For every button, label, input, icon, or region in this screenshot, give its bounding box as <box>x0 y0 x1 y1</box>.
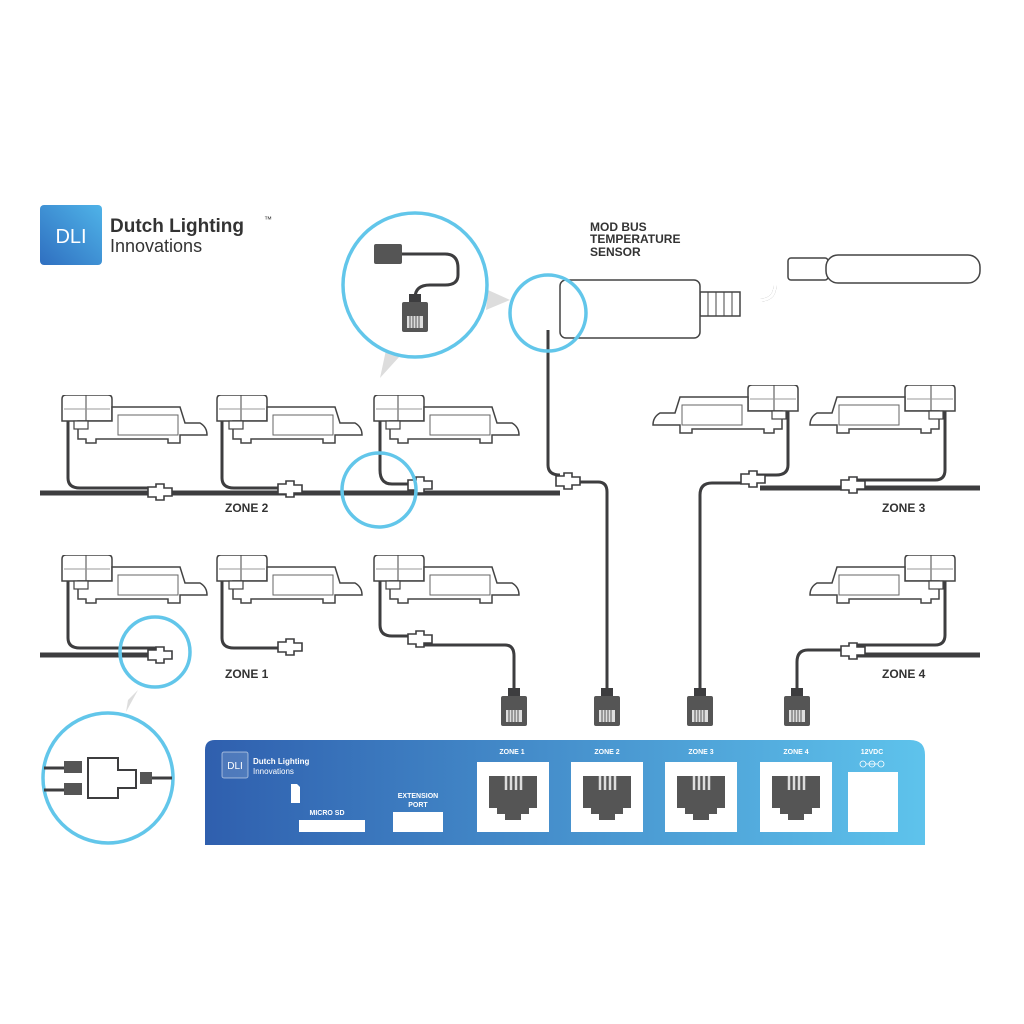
port-zone-1-label: ZONE 1 <box>499 749 524 756</box>
controller-logo-text: DLI <box>227 761 243 772</box>
magnifier-sensor-port <box>508 273 588 353</box>
splitter-icon <box>278 639 302 655</box>
sensor-title: MOD BUS TEMPERATURE SENSOR <box>590 220 680 259</box>
zone-2-label: ZONE 2 <box>225 501 269 515</box>
power-jack <box>848 772 898 832</box>
splitter-icon <box>148 647 172 663</box>
zone-3-cabling <box>698 410 980 690</box>
rj-plug-icon <box>784 688 810 726</box>
zone-4-cabling <box>795 580 980 690</box>
logo-mark-text: DLI <box>55 226 86 248</box>
port-zone-4 <box>760 762 832 832</box>
port-zone-4-label: ZONE 4 <box>783 749 808 756</box>
rj-plug-icon <box>374 244 402 264</box>
extension-port-label: PORT <box>408 802 428 809</box>
sensor-title-line: TEMPERATURE <box>590 232 680 246</box>
micro-sd-icon <box>291 784 300 803</box>
splitter-icon <box>556 473 580 489</box>
light-fixture-icon <box>810 555 955 603</box>
zone-4-label: ZONE 4 <box>882 667 926 681</box>
port-zone-3-label: ZONE 3 <box>688 749 713 756</box>
zone-1-label: ZONE 1 <box>225 667 269 681</box>
controller-logo-mark <box>221 751 249 779</box>
port-zone-1 <box>477 762 549 832</box>
splitter-icon <box>741 471 765 487</box>
brand-logo: DLI Dutch Lighting ™ Innovations <box>40 205 272 265</box>
brand-tm: ™ <box>264 215 272 224</box>
light-fixture-icon <box>62 395 207 443</box>
controller-brand-sub: Innovations <box>253 767 294 776</box>
magnifier-splitter-detail <box>41 615 192 845</box>
port-zone-2-label: ZONE 2 <box>594 749 619 756</box>
port-zone-2 <box>571 762 643 832</box>
light-fixture-icon <box>217 395 362 443</box>
light-fixture-icon <box>62 555 207 603</box>
magnifier-splitter <box>340 451 418 529</box>
logo-mark <box>40 205 102 265</box>
light-fixture-icon <box>374 555 519 603</box>
micro-sd-slot <box>299 820 365 832</box>
rj-plug-icon <box>687 688 713 726</box>
controller-panel: DLI Dutch Lighting Innovations MICRO SD … <box>205 740 925 845</box>
sensor-title-line: MOD BUS <box>590 220 647 234</box>
rj-plug-icon <box>594 688 620 726</box>
sensor-title-line: SENSOR <box>590 245 641 259</box>
light-fixture-icon <box>217 555 362 603</box>
controller-brand-name: Dutch Lighting <box>253 757 310 766</box>
light-fixture-icon <box>810 385 955 433</box>
port-zone-3 <box>665 762 737 832</box>
zone-3-label: ZONE 3 <box>882 501 926 515</box>
light-fixture-icon <box>653 385 798 433</box>
magnifier-cable-detail <box>341 211 510 378</box>
extension-port <box>393 812 443 832</box>
splitter-icon <box>148 484 172 500</box>
polarity-icon <box>859 760 885 768</box>
temperature-sensor <box>559 254 981 339</box>
micro-sd-label: MICRO SD <box>310 810 345 817</box>
extension-port-label: EXTENSION <box>398 793 438 800</box>
brand-sub: Innovations <box>110 236 202 256</box>
rj-plug-icon <box>501 688 527 726</box>
light-fixture-icon <box>374 395 519 443</box>
power-label: 12VDC <box>861 749 884 756</box>
brand-name: Dutch Lighting <box>110 216 244 237</box>
